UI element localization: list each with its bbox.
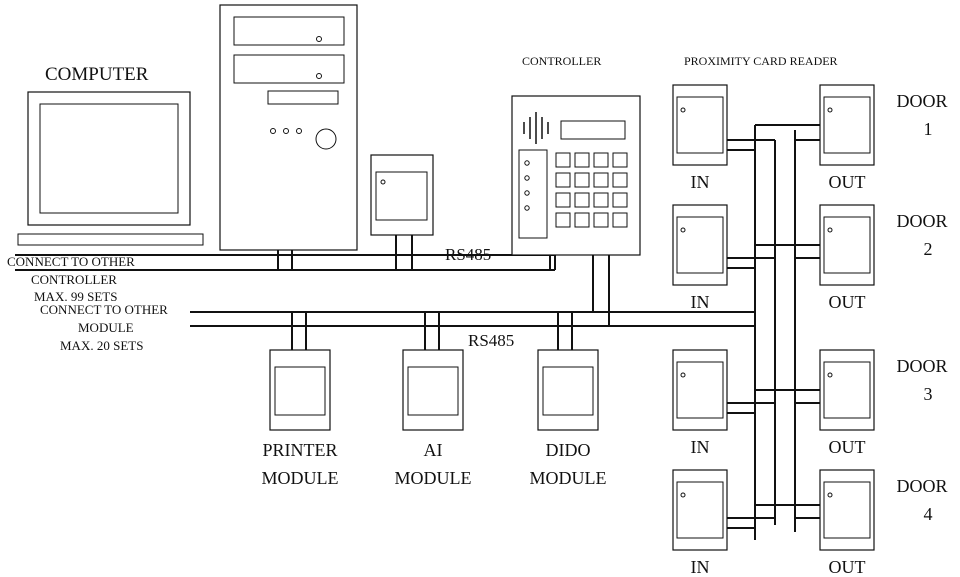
speaker-icon [523,112,549,144]
keypad-key [574,212,590,228]
keypad-key [612,212,628,228]
connect-controller-note: CONNECT TO OTHER CONTROLLER MAX. 99 SETS [7,254,135,304]
rs485-controller-label: RS485 [445,245,491,264]
door-number: 2 [924,239,933,259]
keypad-key [574,172,590,188]
keypad-key [612,172,628,188]
reader-out-label: OUT [829,292,866,312]
modules: PRINTER MODULE AI MODULE DIDO MODULE [262,349,607,488]
reader-out-label: OUT [829,437,866,457]
computer-screen [39,103,179,214]
svg-text:CONNECT TO OTHER: CONNECT TO OTHER [40,302,168,317]
keypad-key [555,192,571,208]
keypad-key [593,212,609,228]
svg-text:MAX. 20 SETS: MAX. 20 SETS [60,338,143,353]
door-3: IN OUT DOOR 3 [672,349,948,457]
drive-slot [267,90,339,105]
wiring [15,124,820,540]
svg-text:MODULE: MODULE [78,320,134,335]
controller-label: CONTROLLER [522,54,601,68]
door-label: DOOR [896,476,947,496]
controller-led-panel [518,149,548,239]
connect-module-note: CONNECT TO OTHER MODULE MAX. 20 SETS [40,302,168,353]
reader-out-label: OUT [829,557,866,577]
reader-in-label: IN [691,292,710,312]
rs485-module-label: RS485 [468,331,514,350]
computer-keyboard [17,233,204,246]
reader-in-label: IN [691,172,710,192]
computer: COMPUTER [17,4,358,251]
module-printer: PRINTER MODULE [262,349,339,488]
controller-keypad [555,152,628,228]
door-label: DOOR [896,211,947,231]
door-1: IN OUT DOOR 1 [672,84,948,192]
keypad-key [555,152,571,168]
reader-out-label: OUT [829,172,866,192]
module-name: PRINTER [262,440,337,460]
module-suffix: MODULE [262,468,339,488]
reader-in-label: IN [691,557,710,577]
module-name: DIDO [546,440,591,460]
door-2: IN OUT DOOR 2 [672,204,948,312]
controller: CONTROLLER [511,54,641,256]
door-4: IN OUT DOOR 4 [672,469,948,577]
drive-bay-2 [233,54,345,84]
door-number: 4 [924,504,933,524]
module-name: AI [424,440,443,460]
keypad-key [574,192,590,208]
computer-tower [219,4,358,251]
door-number: 1 [924,119,933,139]
svg-text:CONNECT TO OTHER: CONNECT TO OTHER [7,254,135,269]
reader-in-label: IN [691,437,710,457]
module-suffix: MODULE [530,468,607,488]
keypad-key [593,192,609,208]
drive-bay-1 [233,16,345,46]
svg-text:MAX. 99 SETS: MAX. 99 SETS [34,289,117,304]
keypad-key [555,172,571,188]
computer-label: COMPUTER [45,64,149,85]
keypad-key [574,152,590,168]
module-ai: AI MODULE [395,349,472,488]
svg-text:CONTROLLER: CONTROLLER [31,272,117,287]
door-label: DOOR [896,356,947,376]
power-button-icon [315,128,337,150]
proximity-card-reader-label: PROXIMITY CARD READER [684,54,838,68]
door-label: DOOR [896,91,947,111]
keypad-key [593,172,609,188]
keypad-key [612,152,628,168]
keypad-key [593,152,609,168]
door-number: 3 [924,384,933,404]
keypad-key [612,192,628,208]
module-suffix: MODULE [395,468,472,488]
controller-display [560,120,626,140]
module-dido: DIDO MODULE [530,349,607,488]
computer-card-reader [370,154,434,236]
keypad-key [555,212,571,228]
